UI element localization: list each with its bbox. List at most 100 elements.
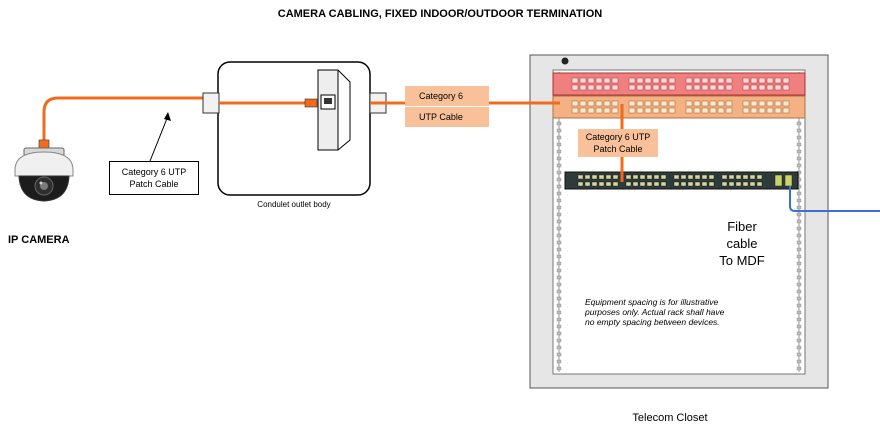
patch-panel-port	[758, 77, 766, 84]
rack-rail-hole	[796, 198, 802, 203]
switch-port	[756, 181, 763, 187]
page-title: CAMERA CABLING, FIXED INDOOR/OUTDOOR TER…	[277, 8, 603, 20]
switch-port	[728, 174, 735, 180]
rack-rail-hole	[556, 338, 562, 343]
rack-rail-hole	[556, 345, 562, 350]
rack-rail-hole	[556, 310, 562, 315]
switch-port	[584, 181, 591, 187]
patch-panel-port	[782, 77, 790, 84]
patch-panel-port	[636, 84, 644, 91]
switch-port	[694, 181, 701, 187]
switch-port	[701, 181, 708, 187]
switch-port	[625, 174, 632, 180]
patch-panel-port	[628, 84, 636, 91]
dome-camera-icon	[14, 147, 74, 202]
switch-port	[687, 181, 694, 187]
rack-rail-hole	[796, 128, 802, 133]
patch-panel-port	[693, 100, 701, 107]
patch-panel-port	[717, 100, 725, 107]
switch-port	[577, 174, 584, 180]
rack-rail-hole	[796, 149, 802, 154]
camera-label: IP CAMERA	[8, 234, 70, 246]
switch-port	[653, 181, 660, 187]
rack-rail-hole	[796, 282, 802, 287]
patch-callout-leader	[149, 115, 169, 162]
patch-panel-port	[774, 77, 782, 84]
patch-panel-port	[595, 107, 603, 114]
switch-port	[605, 174, 612, 180]
switch-port	[749, 181, 756, 187]
patch-panel-port	[693, 84, 701, 91]
switch-port	[646, 174, 653, 180]
patch-panel-port	[709, 107, 717, 114]
switch-port	[605, 181, 612, 187]
patch-cable-callout: Category 6 UTP Patch Cable	[109, 161, 199, 195]
rack-rail-hole	[796, 261, 802, 266]
rack-patch-line1: Category 6 UTP	[585, 132, 651, 142]
horizontal-cable-label-line1: Category 6	[405, 86, 489, 106]
patch-panel-port	[628, 77, 636, 84]
patch-panel-port	[611, 84, 619, 91]
switch-port	[591, 174, 598, 180]
fiber-line1: Fiber	[727, 219, 757, 234]
patch-panel-port	[758, 107, 766, 114]
patch-panel-port	[603, 100, 611, 107]
patch-panel-port	[701, 84, 709, 91]
patch-panel-port	[668, 107, 676, 114]
patch-panel-port	[636, 107, 644, 114]
patch-panel-port	[685, 100, 693, 107]
rack-rail-hole	[796, 205, 802, 210]
conduit-stub-left	[202, 92, 220, 114]
patch-panel-port	[766, 100, 774, 107]
patch-panel-port	[774, 84, 782, 91]
patch-panel-port	[587, 84, 595, 91]
rack-rail-hole	[556, 184, 562, 189]
patch-panel-port	[709, 77, 717, 84]
patch-panel-port	[725, 107, 733, 114]
rack-rail-hole	[796, 191, 802, 196]
switch-port	[728, 181, 735, 187]
condulet-label: Condulet outlet body	[257, 200, 331, 209]
switch-port	[735, 174, 742, 180]
rack-rail-hole	[556, 331, 562, 336]
patch-panel-port	[766, 107, 774, 114]
patch-panel-port	[652, 107, 660, 114]
rack-rail-hole	[556, 352, 562, 357]
rack-rail-hole	[796, 275, 802, 280]
equipment-spacing-note: Equipment spacing is for illustrative pu…	[585, 297, 725, 327]
rack-rail-hole	[556, 275, 562, 280]
patch-panel-port	[579, 107, 587, 114]
patch-panel-peach	[552, 95, 806, 119]
patch-panel-port	[571, 107, 579, 114]
patch-panel-port	[660, 107, 668, 114]
rack-rail-hole	[556, 359, 562, 364]
rack-rail-hole	[796, 303, 802, 308]
switch-port	[708, 181, 715, 187]
patch-panel-port	[611, 107, 619, 114]
rack-rail-hole	[796, 324, 802, 329]
patch-panel-port	[660, 77, 668, 84]
rack-rail-hole	[556, 205, 562, 210]
rack-rail-hole	[796, 135, 802, 140]
switch-port	[756, 174, 763, 180]
switch-port	[584, 174, 591, 180]
patch-panel-port	[701, 77, 709, 84]
switch-port	[660, 181, 667, 187]
switch-port	[687, 174, 694, 180]
patch-panel-port	[701, 100, 709, 107]
rack-rail-hole	[796, 310, 802, 315]
rack-rail-hole	[556, 226, 562, 231]
patch-panel-port	[644, 107, 652, 114]
rack-rail-hole	[556, 177, 562, 182]
fiber-line3: To MDF	[719, 253, 765, 268]
rack-rail-hole	[556, 296, 562, 301]
switch-port	[653, 174, 660, 180]
rack-rail-hole	[796, 233, 802, 238]
rj45-plug	[304, 98, 318, 108]
rack-rail-hole	[556, 303, 562, 308]
rack-rail-hole	[796, 219, 802, 224]
fiber-line2: cable	[726, 236, 758, 251]
patch-panel-port	[660, 100, 668, 107]
switch-port	[680, 174, 687, 180]
